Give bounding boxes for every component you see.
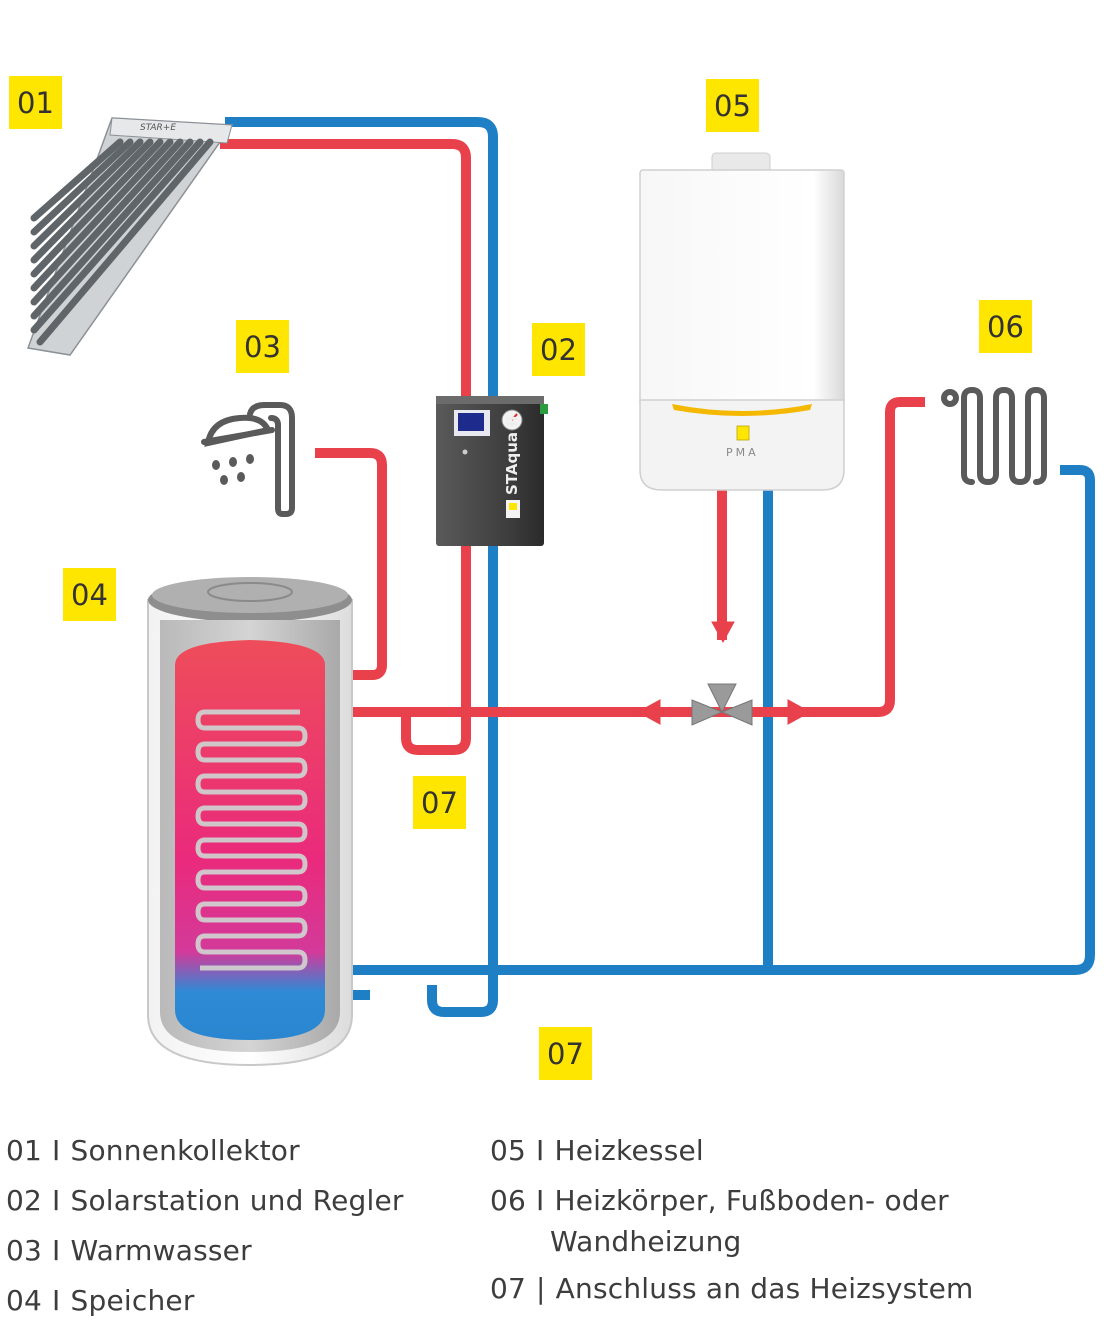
legend-item-04: 04 I Speicher	[6, 1284, 195, 1317]
legend-separator: |	[536, 1272, 546, 1305]
badge-06: 06	[979, 300, 1032, 353]
legend-text: Speicher	[70, 1284, 195, 1317]
legend-text: Solarstation und Regler	[70, 1184, 404, 1217]
radiator-icon	[941, 387, 1047, 485]
legend-item-02: 02 I Solarstation und Regler	[6, 1184, 404, 1217]
water-drops	[212, 454, 254, 485]
heating-system-diagram: STAR+E STAqua II	[26, 117, 1095, 1067]
boiler-brand: PMA	[726, 446, 759, 459]
legend-item-06: 06 I Heizkörper, Fußboden- oder Wandheizun…	[490, 1184, 949, 1258]
badge-01: 01	[9, 76, 62, 129]
solar-station: STAqua II	[436, 396, 548, 546]
legend-num: 05	[490, 1134, 527, 1167]
legend-num: 07	[490, 1272, 527, 1305]
legend-item-05: 05 I Heizkessel	[490, 1134, 704, 1167]
legend-separator: I	[52, 1184, 61, 1217]
legend-num: 04	[6, 1284, 43, 1317]
boiler: PMA	[639, 152, 845, 491]
mixing-valve	[691, 683, 753, 726]
legend-text: Anschluss an das Heizsystem	[555, 1272, 974, 1305]
legend-separator: I	[52, 1234, 61, 1267]
legend-text: Sonnenkollektor	[70, 1134, 300, 1167]
legend-num: 02	[6, 1184, 43, 1217]
badge-07-bottom: 07	[539, 1027, 592, 1080]
hot-pipes	[196, 139, 925, 755]
solar-collector: STAR+E	[26, 117, 234, 356]
legend-num: 01	[6, 1134, 43, 1167]
legend-text: Heizkörper, Fußboden- oder	[554, 1184, 949, 1217]
legend-separator: I	[52, 1284, 61, 1317]
legend-separator: I	[536, 1184, 545, 1217]
legend-separator: I	[536, 1134, 545, 1167]
badge-04: 04	[63, 568, 116, 621]
shower-icon	[201, 402, 295, 517]
badge-02: 02	[532, 323, 585, 376]
legend-num: 06	[490, 1184, 527, 1217]
legend-separator: I	[52, 1134, 61, 1167]
legend-text-continued: Wandheizung	[550, 1225, 742, 1258]
flow-arrows	[636, 621, 812, 725]
legend-text: Warmwasser	[70, 1234, 252, 1267]
legend-num: 03	[6, 1234, 43, 1267]
legend-item-07: 07 | Anschluss an das Heizsystem	[490, 1272, 974, 1305]
storage-tank	[147, 577, 353, 1067]
collector-brand: STAR+E	[140, 123, 176, 133]
badge-07-top: 07	[413, 776, 466, 829]
legend-item-03: 03 I Warmwasser	[6, 1234, 252, 1267]
legend-item-01: 01 I Sonnenkollektor	[6, 1134, 300, 1167]
badge-05: 05	[706, 79, 759, 132]
badge-03: 03	[236, 320, 289, 373]
legend-text: Heizkessel	[554, 1134, 704, 1167]
station-label: STAqua II	[503, 416, 521, 495]
